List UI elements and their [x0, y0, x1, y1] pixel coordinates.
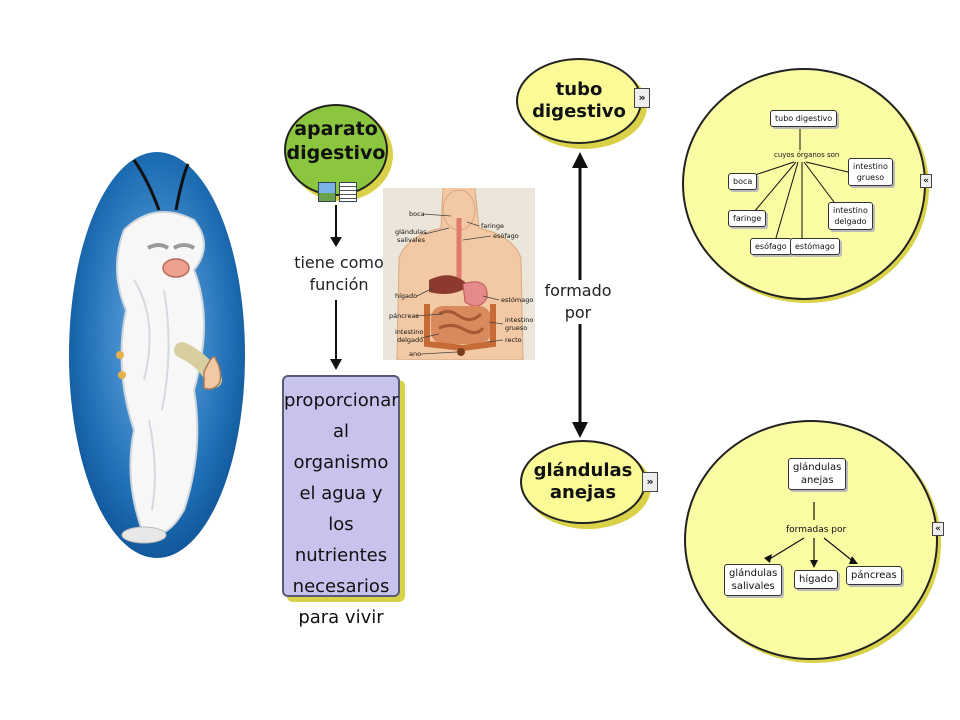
- submap-organ-faringe[interactable]: faringe: [728, 210, 767, 227]
- main-node-line1: aparato: [294, 118, 378, 140]
- submap-link-organos: cuyos órganos son: [774, 151, 840, 159]
- concept-node-tubo-digestivo[interactable]: tubo digestivo: [516, 58, 642, 144]
- label-intestino-delgado-2: delgado: [397, 336, 424, 344]
- hand-icon: [203, 356, 222, 390]
- label-pancreas: páncreas: [389, 312, 419, 320]
- submap-item-glandulas-salivales[interactable]: glándulas salivales: [724, 564, 783, 596]
- submap-intestino-delgado-line2: delgado: [834, 217, 867, 226]
- concept-node-glandulas-anejas[interactable]: glándulas anejas: [520, 440, 646, 524]
- submap-intestino-grueso-line2: grueso: [856, 173, 885, 182]
- label-higado: hígado: [395, 292, 418, 300]
- submap-organ-boca[interactable]: boca: [728, 173, 758, 190]
- label-intestino-delgado-1: intestino: [395, 328, 424, 336]
- submap-link-formadas: formadas por: [786, 525, 847, 535]
- label-salivales: salivales: [397, 236, 426, 244]
- antenna-right-icon: [174, 163, 190, 211]
- submap-root-glandulas[interactable]: glándulas anejas: [788, 458, 847, 490]
- concept-node-aparato-digestivo[interactable]: aparato digestivo: [284, 104, 388, 196]
- submap-item-pancreas[interactable]: páncreas: [846, 566, 902, 585]
- connector-lines-left: [330, 205, 342, 370]
- submap-intestino-grueso-line1: intestino: [853, 162, 888, 171]
- submap-intestino-delgado-line1: intestino: [833, 206, 868, 215]
- glands-node-line1: glándulas: [533, 460, 633, 481]
- glands-node-line2: anejas: [549, 482, 617, 503]
- node-resource-icons[interactable]: [318, 182, 357, 202]
- concept-node-purpose[interactable]: proporcionar al organismo el agua y los …: [282, 375, 400, 628]
- beard-body: [116, 211, 205, 536]
- purpose-line-5: necesarios: [292, 576, 390, 597]
- purpose-line-4: nutrientes: [294, 545, 388, 566]
- collapse-gland-submap-button[interactable]: «: [932, 522, 944, 536]
- link-tiene-como-funcion: tiene como función: [294, 252, 384, 296]
- submap-salivales-line1: glándulas: [729, 568, 778, 579]
- submap-salivales-line2: salivales: [731, 581, 775, 592]
- submap-tubo-digestivo: tubo digestivo cuyos órganos son boca fa…: [682, 68, 926, 300]
- link-function-line2: función: [309, 275, 369, 294]
- submap-root-glandulas-line2: anejas: [800, 475, 834, 486]
- character-illustration: [69, 152, 245, 558]
- document-resource-icon[interactable]: [339, 182, 357, 202]
- submap-organ-esofago[interactable]: esófago: [750, 238, 792, 255]
- label-boca: boca: [409, 210, 425, 218]
- anatomy-image: boca faringe glándulas salivales esófago…: [383, 188, 535, 360]
- main-node-line2: digestivo: [286, 142, 386, 164]
- submap-gland-arrows: [764, 502, 858, 568]
- label-intestino-grueso-1: intestino: [505, 316, 534, 324]
- tube-node-label: tubo digestivo: [532, 79, 626, 122]
- nose-icon: [162, 258, 190, 278]
- label-intestino-grueso-2: grueso: [505, 324, 528, 332]
- expand-tubo-button[interactable]: »: [634, 88, 650, 108]
- label-faringe: faringe: [481, 222, 504, 230]
- digestive-system-figure: [396, 188, 524, 360]
- purpose-line-2: al organismo: [293, 421, 389, 473]
- label-glandulas: glándulas: [395, 228, 427, 236]
- label-estomago: estómago: [501, 296, 534, 304]
- label-recto: recto: [505, 336, 522, 344]
- label-esofago: esófago: [493, 232, 519, 240]
- submap-root-tubo[interactable]: tubo digestivo: [770, 110, 838, 127]
- link-function-line1: tiene como: [294, 253, 384, 272]
- antenna-left-icon: [132, 159, 161, 211]
- collapse-tubo-submap-button[interactable]: «: [920, 174, 932, 188]
- link-formado-por: formado por: [536, 280, 620, 324]
- purpose-line-3: el agua y los: [299, 483, 383, 535]
- submap-organ-estomago[interactable]: estómago: [790, 238, 840, 255]
- submap-organ-intestino-delgado[interactable]: intestino delgado: [828, 202, 873, 230]
- label-ano: ano: [409, 350, 422, 358]
- submap-root-glandulas-line1: glándulas: [793, 462, 842, 473]
- purpose-line-6: para vivir: [298, 607, 384, 628]
- submap-item-higado[interactable]: hígado: [794, 570, 839, 589]
- image-resource-icon[interactable]: [318, 182, 336, 202]
- submap-organ-intestino-grueso[interactable]: intestino grueso: [848, 158, 893, 186]
- submap-glandulas-anejas: glándulas anejas formadas por glándulas …: [684, 420, 938, 660]
- expand-glandulas-button[interactable]: »: [642, 472, 658, 492]
- purpose-line-1: proporcionar: [284, 390, 399, 411]
